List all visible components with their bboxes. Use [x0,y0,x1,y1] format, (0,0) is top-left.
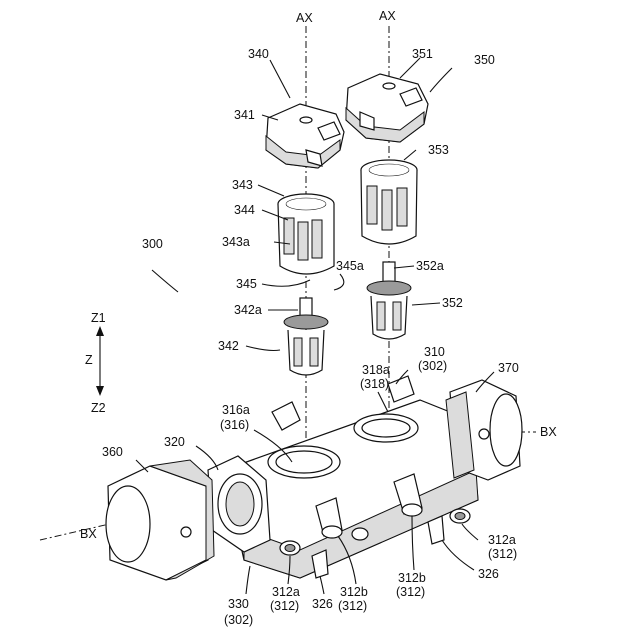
label-370: 370 [498,361,519,375]
label-330: 330 [228,597,249,611]
label-316a: 316a [222,403,250,417]
motor-370 [446,380,522,480]
motor-360 [106,460,214,580]
label-302-bottom: (302) [224,613,253,627]
label-316: (316) [220,418,249,432]
label-312-left-b: (312) [338,599,367,613]
label-bx-right: BX [540,425,557,439]
label-343: 343 [232,178,253,192]
cap-341 [266,104,344,168]
sleeve-353 [361,160,417,244]
label-326-left: 326 [312,597,333,611]
label-bx-left: BX [80,527,97,541]
spool-352 [367,262,411,339]
label-ax-left: AX [296,11,313,25]
label-360: 360 [102,445,123,459]
label-z1: Z1 [91,311,106,325]
label-310: 310 [424,345,445,359]
port-312a-right [450,509,470,523]
label-ax-right: AX [379,9,396,23]
label-352a: 352a [416,259,444,273]
label-318: (318) [360,377,389,391]
label-312a-right: 312a [488,533,516,547]
label-300: 300 [142,237,163,251]
port-312a-left [280,541,300,555]
label-342a: 342a [234,303,262,317]
label-z: Z [85,353,93,367]
cap-351 [346,74,428,142]
label-318a: 318a [362,363,390,377]
label-351: 351 [412,47,433,61]
label-312-right-b: (312) [396,585,425,599]
label-352: 352 [442,296,463,310]
label-343a: 343a [222,235,250,249]
label-353: 353 [428,143,449,157]
label-326-right: 326 [478,567,499,581]
label-z2: Z2 [91,401,106,415]
label-345a: 345a [336,259,364,273]
label-302-top: (302) [418,359,447,373]
label-312a-left: 312a [272,585,300,599]
label-320: 320 [164,435,185,449]
label-340: 340 [248,47,269,61]
label-350: 350 [474,53,495,67]
label-312b-right: 312b [398,571,426,585]
label-312-right: (312) [488,547,517,561]
label-342: 342 [218,339,239,353]
label-345: 345 [236,277,257,291]
z-axis-arrow-icon [96,326,104,396]
label-341: 341 [234,108,255,122]
label-312b-left: 312b [340,585,368,599]
sleeve-343 [278,194,334,274]
label-312-left: (312) [270,599,299,613]
label-344: 344 [234,203,255,217]
